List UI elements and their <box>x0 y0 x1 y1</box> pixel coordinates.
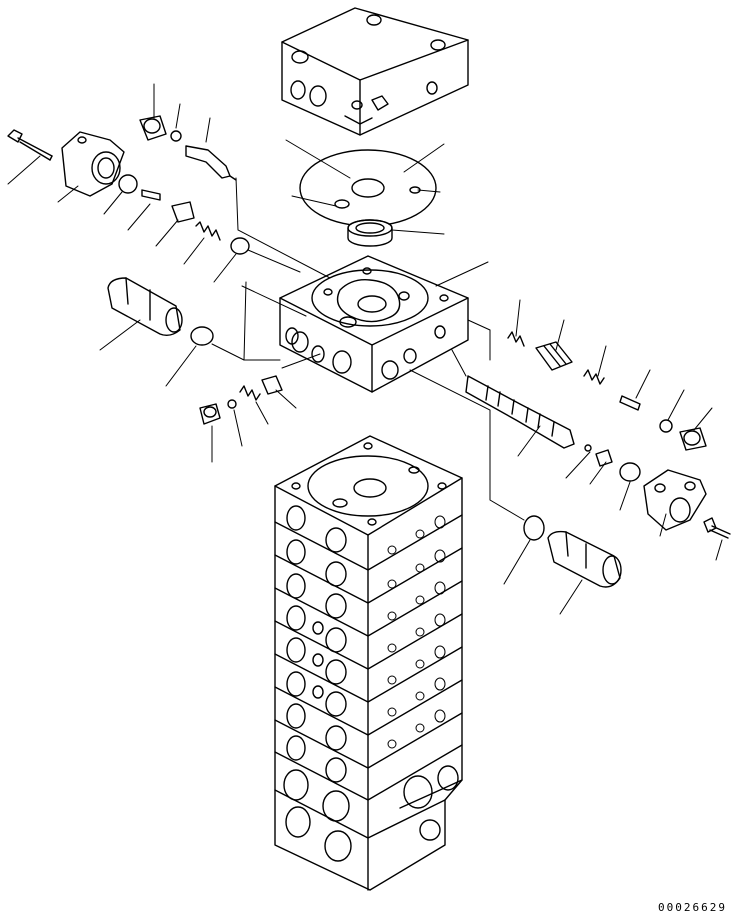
ring-seal <box>347 219 393 247</box>
assembly-lines <box>7 83 723 615</box>
right-parts <box>465 331 731 588</box>
bolt-right <box>703 517 731 539</box>
spool <box>465 375 575 449</box>
plug-left <box>139 115 167 141</box>
o-ring-small-left <box>170 130 182 142</box>
bolt-left <box>7 129 53 161</box>
o-ring-right-small <box>659 419 673 433</box>
cartridge-right <box>547 530 622 588</box>
relief-parts-left <box>199 375 283 425</box>
cartridge-left <box>107 277 183 337</box>
pin-left <box>141 189 161 201</box>
plug-small-right <box>595 449 613 467</box>
o-ring-left <box>118 174 138 194</box>
spring-left <box>195 221 221 241</box>
ball-right <box>584 444 592 452</box>
gasket-plate <box>299 149 437 227</box>
flange-left <box>61 131 125 197</box>
o-ring-flat-right <box>523 515 545 541</box>
spring-right-upper <box>507 331 525 347</box>
left-parts <box>7 115 283 425</box>
washer-left <box>230 237 250 255</box>
plug-right <box>679 427 707 451</box>
valve-stack <box>274 435 463 891</box>
valve-section <box>279 255 469 393</box>
top-cover <box>281 7 469 136</box>
o-ring-right <box>619 462 641 482</box>
drawing-number: 00026629 <box>658 901 727 914</box>
o-ring-flat-left <box>190 326 214 346</box>
spring-right <box>583 369 605 385</box>
right-face-holes <box>387 515 446 749</box>
spring-seat-right <box>535 341 573 371</box>
flange-right <box>643 469 707 531</box>
fitting-left <box>185 145 237 181</box>
sleeve-left <box>171 201 195 223</box>
pin-right <box>619 395 641 411</box>
